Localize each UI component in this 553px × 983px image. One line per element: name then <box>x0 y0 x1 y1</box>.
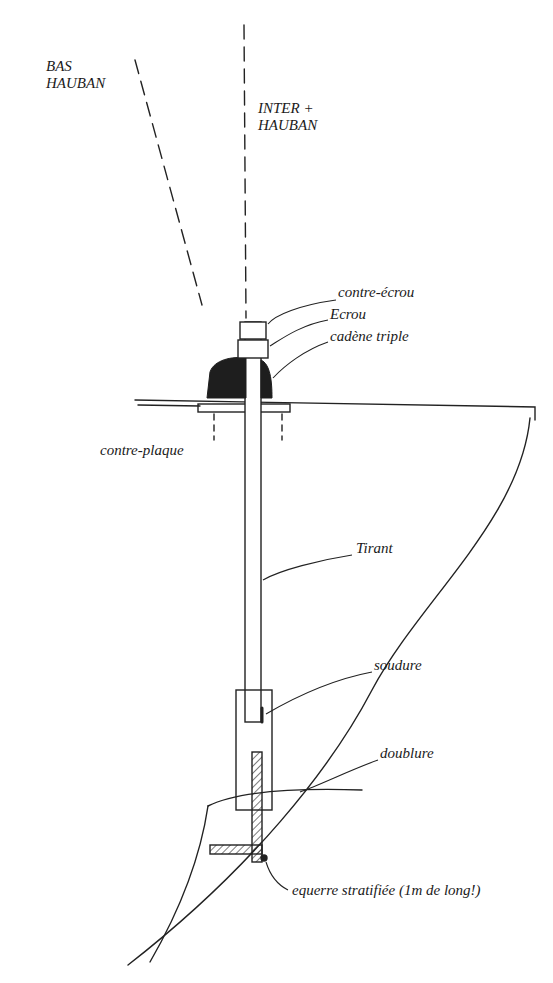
nut <box>238 340 268 358</box>
hull-line <box>128 418 530 965</box>
callout-label: contre-écrou <box>338 284 488 301</box>
callout-label: soudure <box>374 657 494 674</box>
leader <box>270 320 328 346</box>
angle-dot <box>261 855 267 861</box>
backing-plate <box>198 404 290 412</box>
callout-label: doublure <box>380 745 500 762</box>
deck-line-lower <box>138 405 200 406</box>
laminated-angle <box>210 845 262 854</box>
leader <box>273 342 328 378</box>
tie-rod <box>245 322 261 722</box>
leader <box>300 760 378 792</box>
callout-label: BAS HAUBAN <box>46 58 126 92</box>
callout-label: Tirant <box>356 540 476 557</box>
callout-label: INTER + HAUBAN <box>258 100 336 134</box>
hull-inner-line <box>150 806 208 962</box>
doubler-line <box>208 789 362 806</box>
leader <box>266 862 288 890</box>
triple-chainplate-right <box>261 360 272 398</box>
callout-label: Ecrou <box>330 306 480 323</box>
triple-chainplate <box>207 358 246 398</box>
deck-line <box>135 400 535 420</box>
lock-nut <box>240 322 266 339</box>
inter-shroud-line <box>244 25 246 318</box>
lower-shroud-line <box>135 60 202 305</box>
callout-label: cadène triple <box>330 328 490 345</box>
leader <box>263 555 352 580</box>
callout-label: contre-plaque <box>100 442 210 459</box>
leader <box>266 672 372 714</box>
weld-mark <box>261 708 264 722</box>
callout-label: equerre stratifiée (1m de long!) <box>292 882 482 899</box>
